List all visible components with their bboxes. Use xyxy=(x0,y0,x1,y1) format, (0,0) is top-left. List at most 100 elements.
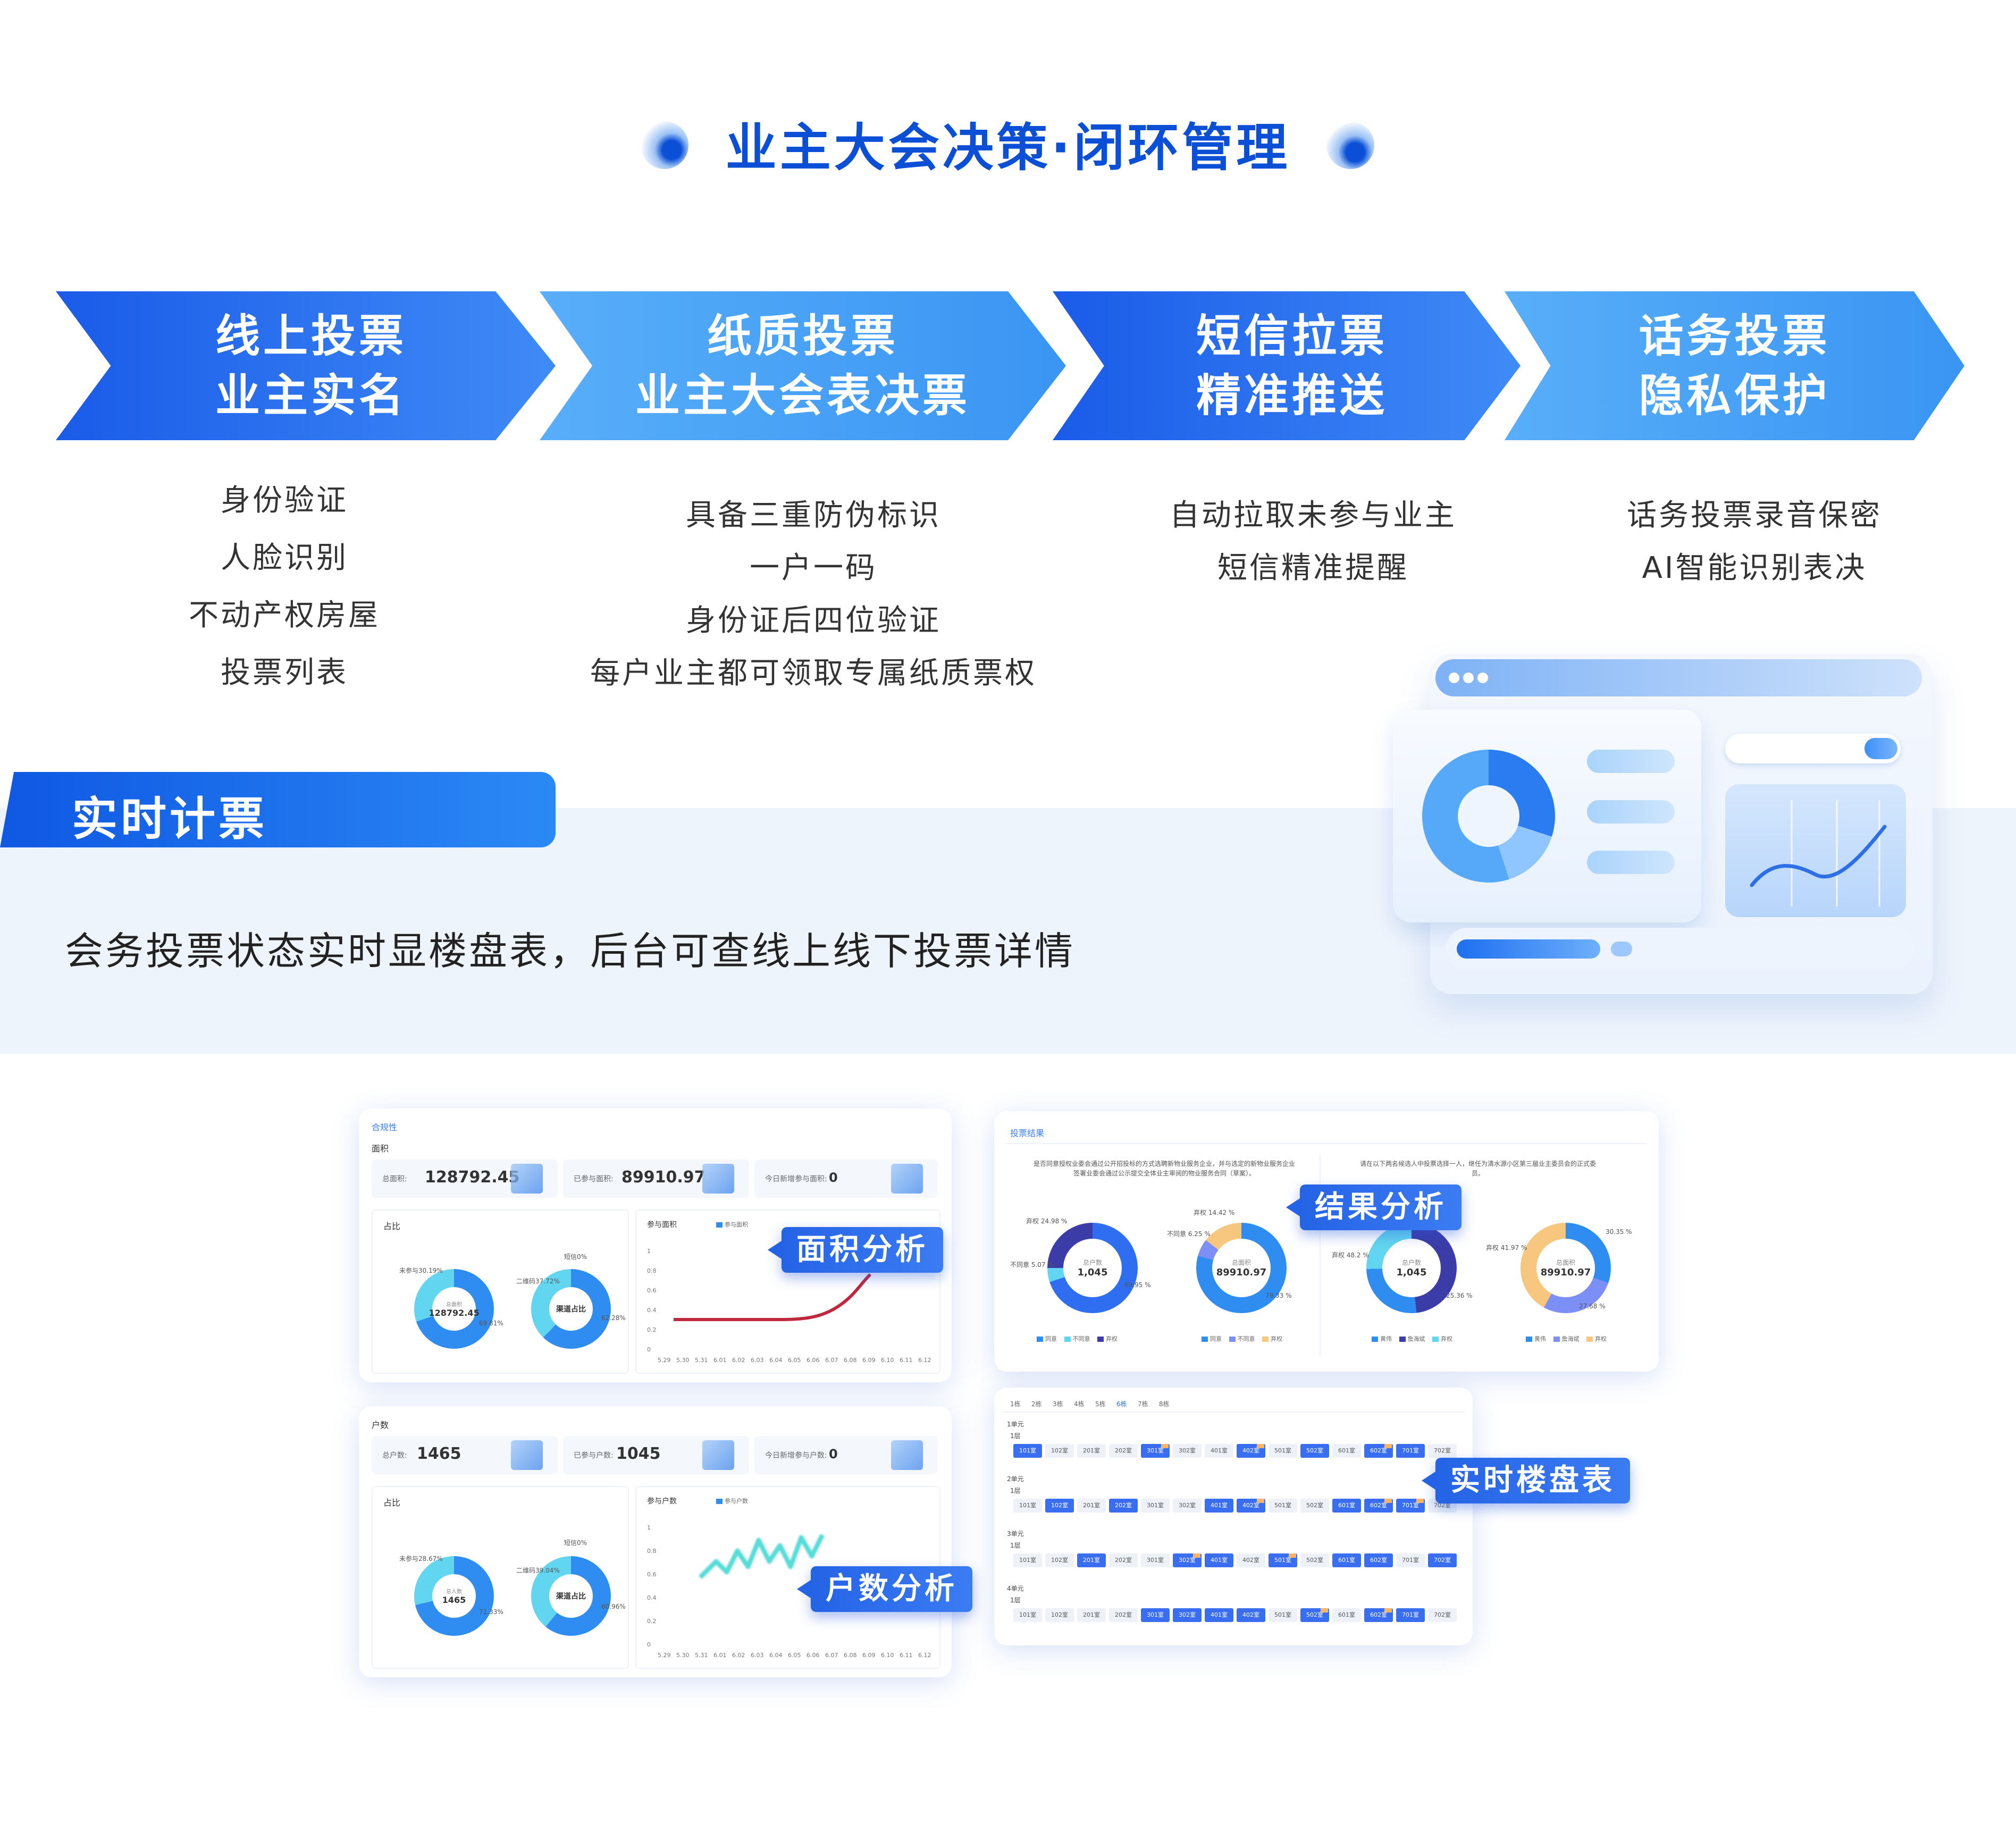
y-tick: 0 xyxy=(647,1641,651,1648)
room-cell[interactable]: 701室 xyxy=(1396,1553,1425,1567)
room-cell[interactable]: 501室 xyxy=(1269,1608,1297,1622)
room-cell[interactable]: 602室 xyxy=(1364,1608,1393,1622)
room-cell[interactable]: 202室 xyxy=(1109,1444,1138,1458)
room-cell[interactable]: 702室 xyxy=(1428,1444,1457,1458)
line-legend: 参与户数 xyxy=(725,1498,748,1505)
room-cell[interactable]: 302室 xyxy=(1173,1608,1202,1622)
unit-label: 3单元 xyxy=(1007,1530,1024,1538)
donut-center: 渠道占比 xyxy=(556,1592,586,1601)
room-cell[interactable]: 602室 xyxy=(1364,1499,1393,1513)
room-cell[interactable]: 201室 xyxy=(1077,1553,1106,1567)
room-cell[interactable]: 301室 xyxy=(1141,1608,1170,1622)
room-cell[interactable]: 702室 xyxy=(1428,1608,1457,1622)
x-tick: 6.10 xyxy=(881,1652,894,1659)
feature-item: 投票列表 xyxy=(221,656,348,690)
y-tick: 0.6 xyxy=(647,1571,657,1578)
donut-label: 71.33% xyxy=(479,1608,503,1616)
room-cell[interactable]: 501室 xyxy=(1269,1444,1297,1458)
room-cell[interactable]: 601室 xyxy=(1332,1444,1361,1458)
room-cell[interactable]: 302室 xyxy=(1173,1553,1202,1567)
realtime-description: 会务投票状态实时显楼盘表，后台可查线上线下投票详情 xyxy=(65,929,1076,973)
room-cell[interactable]: 701室 xyxy=(1396,1499,1425,1513)
room-cell[interactable]: 101室 xyxy=(1013,1608,1042,1622)
x-tick: 6.01 xyxy=(713,1357,727,1364)
floor-label: 1层 xyxy=(1010,1597,1021,1604)
x-tick: 6.10 xyxy=(881,1357,894,1364)
room-cell[interactable]: 201室 xyxy=(1077,1499,1106,1513)
room-cell[interactable]: 402室 xyxy=(1237,1553,1265,1567)
room-cell[interactable]: 402室 xyxy=(1237,1444,1265,1458)
step-title: 话务投票 xyxy=(1639,310,1830,362)
x-tick: 6.08 xyxy=(844,1357,857,1364)
feature-item: 具备三重防伪标识 xyxy=(686,498,941,533)
room-cell[interactable]: 401室 xyxy=(1205,1444,1233,1458)
room-cell[interactable]: 401室 xyxy=(1205,1499,1233,1513)
room-cell[interactable]: 402室 xyxy=(1237,1499,1265,1513)
donut-label: 未参与30.19% xyxy=(399,1267,443,1274)
room-cell[interactable]: 101室 xyxy=(1013,1444,1042,1458)
room-cell[interactable]: 401室 xyxy=(1205,1553,1233,1567)
room-cell[interactable]: 701室 xyxy=(1396,1608,1425,1622)
room-cell[interactable]: 102室 xyxy=(1045,1608,1074,1622)
room-cell[interactable]: 102室 xyxy=(1045,1553,1074,1567)
building-tab[interactable]: 3栋 xyxy=(1053,1400,1063,1408)
window-dot-icon xyxy=(1477,673,1488,683)
line-legend: 参与面积 xyxy=(725,1221,748,1228)
room-cell[interactable]: 701室 xyxy=(1396,1444,1425,1458)
donut-label: 27.68 % xyxy=(1579,1303,1606,1310)
room-cell[interactable]: 702室 xyxy=(1428,1553,1457,1567)
mail-icon xyxy=(891,1440,923,1470)
room-cell[interactable]: 202室 xyxy=(1109,1553,1138,1567)
room-cell[interactable]: 301室 xyxy=(1141,1499,1170,1513)
room-cell[interactable]: 501室 xyxy=(1269,1553,1297,1567)
building-tab[interactable]: 1栋 xyxy=(1010,1400,1021,1408)
room-cell[interactable]: 501室 xyxy=(1269,1499,1297,1513)
card-header: 合规性 xyxy=(372,1122,398,1132)
donut-label: 不同意 5.07 % xyxy=(1010,1261,1054,1268)
room-cell[interactable]: 602室 xyxy=(1364,1553,1393,1567)
room-cell[interactable]: 502室 xyxy=(1300,1608,1329,1622)
donut-label: 25.36 % xyxy=(1446,1292,1473,1299)
room-cell[interactable]: 302室 xyxy=(1173,1444,1202,1458)
feature-item: 一户一码 xyxy=(750,551,877,585)
room-cell[interactable]: 602室 xyxy=(1364,1444,1393,1458)
feature-item: 每户业主都可领取专属纸质票权 xyxy=(590,656,1037,691)
donut-caption: 总面积 xyxy=(1556,1259,1575,1266)
feature-item: AI智能识别表决 xyxy=(1642,551,1867,585)
donut-label: 30.35 % xyxy=(1606,1228,1632,1236)
building-tab[interactable]: 5栋 xyxy=(1095,1400,1106,1408)
building-tab[interactable]: 4栋 xyxy=(1074,1400,1085,1408)
room-cell[interactable]: 502室 xyxy=(1300,1553,1329,1567)
room-cell[interactable]: 202室 xyxy=(1109,1608,1138,1622)
room-cell[interactable]: 502室 xyxy=(1300,1444,1329,1458)
building-tab[interactable]: 7栋 xyxy=(1138,1400,1148,1408)
room-cell[interactable]: 401室 xyxy=(1205,1608,1233,1622)
room-cell[interactable]: 601室 xyxy=(1332,1499,1361,1513)
room-cell[interactable]: 101室 xyxy=(1013,1553,1042,1567)
question-text: 请在以下两名候选人中投票选择一人，继任为清水源小区第三届业主委员会的正式委员。 xyxy=(1359,1160,1596,1177)
room-cell[interactable]: 601室 xyxy=(1332,1553,1361,1567)
x-tick: 5.31 xyxy=(695,1652,708,1659)
donut-label: 弃权 48.2 % xyxy=(1332,1251,1369,1259)
building-tab[interactable]: 2栋 xyxy=(1031,1400,1042,1408)
x-tick: 6.07 xyxy=(825,1357,838,1364)
room-cell[interactable]: 502室 xyxy=(1300,1499,1329,1513)
room-cell[interactable]: 302室 xyxy=(1173,1499,1202,1513)
room-cell[interactable]: 201室 xyxy=(1077,1608,1106,1622)
room-cell[interactable]: 402室 xyxy=(1237,1608,1265,1622)
room-cell[interactable]: 101室 xyxy=(1013,1499,1042,1513)
room-cell[interactable]: 601室 xyxy=(1332,1608,1361,1622)
building-tab[interactable]: 6栋 xyxy=(1116,1400,1127,1408)
x-tick: 6.12 xyxy=(918,1357,931,1364)
x-tick: 6.11 xyxy=(900,1357,913,1364)
room-cell[interactable]: 102室 xyxy=(1045,1444,1074,1458)
room-cell[interactable]: 102室 xyxy=(1045,1499,1074,1513)
building-tab[interactable]: 8栋 xyxy=(1159,1400,1170,1408)
donut-label: 未参与28.67% xyxy=(399,1555,443,1562)
room-cell[interactable]: 202室 xyxy=(1109,1499,1138,1513)
room-cell[interactable]: 301室 xyxy=(1141,1444,1170,1458)
room-cell[interactable]: 201室 xyxy=(1077,1444,1106,1458)
room-cell[interactable]: 301室 xyxy=(1141,1553,1170,1567)
pie-panel: 占比 总面积 128792.45 未参与30.19% 69.81% 渠道占比 短… xyxy=(372,1209,629,1374)
floor-label: 1层 xyxy=(1010,1487,1021,1494)
